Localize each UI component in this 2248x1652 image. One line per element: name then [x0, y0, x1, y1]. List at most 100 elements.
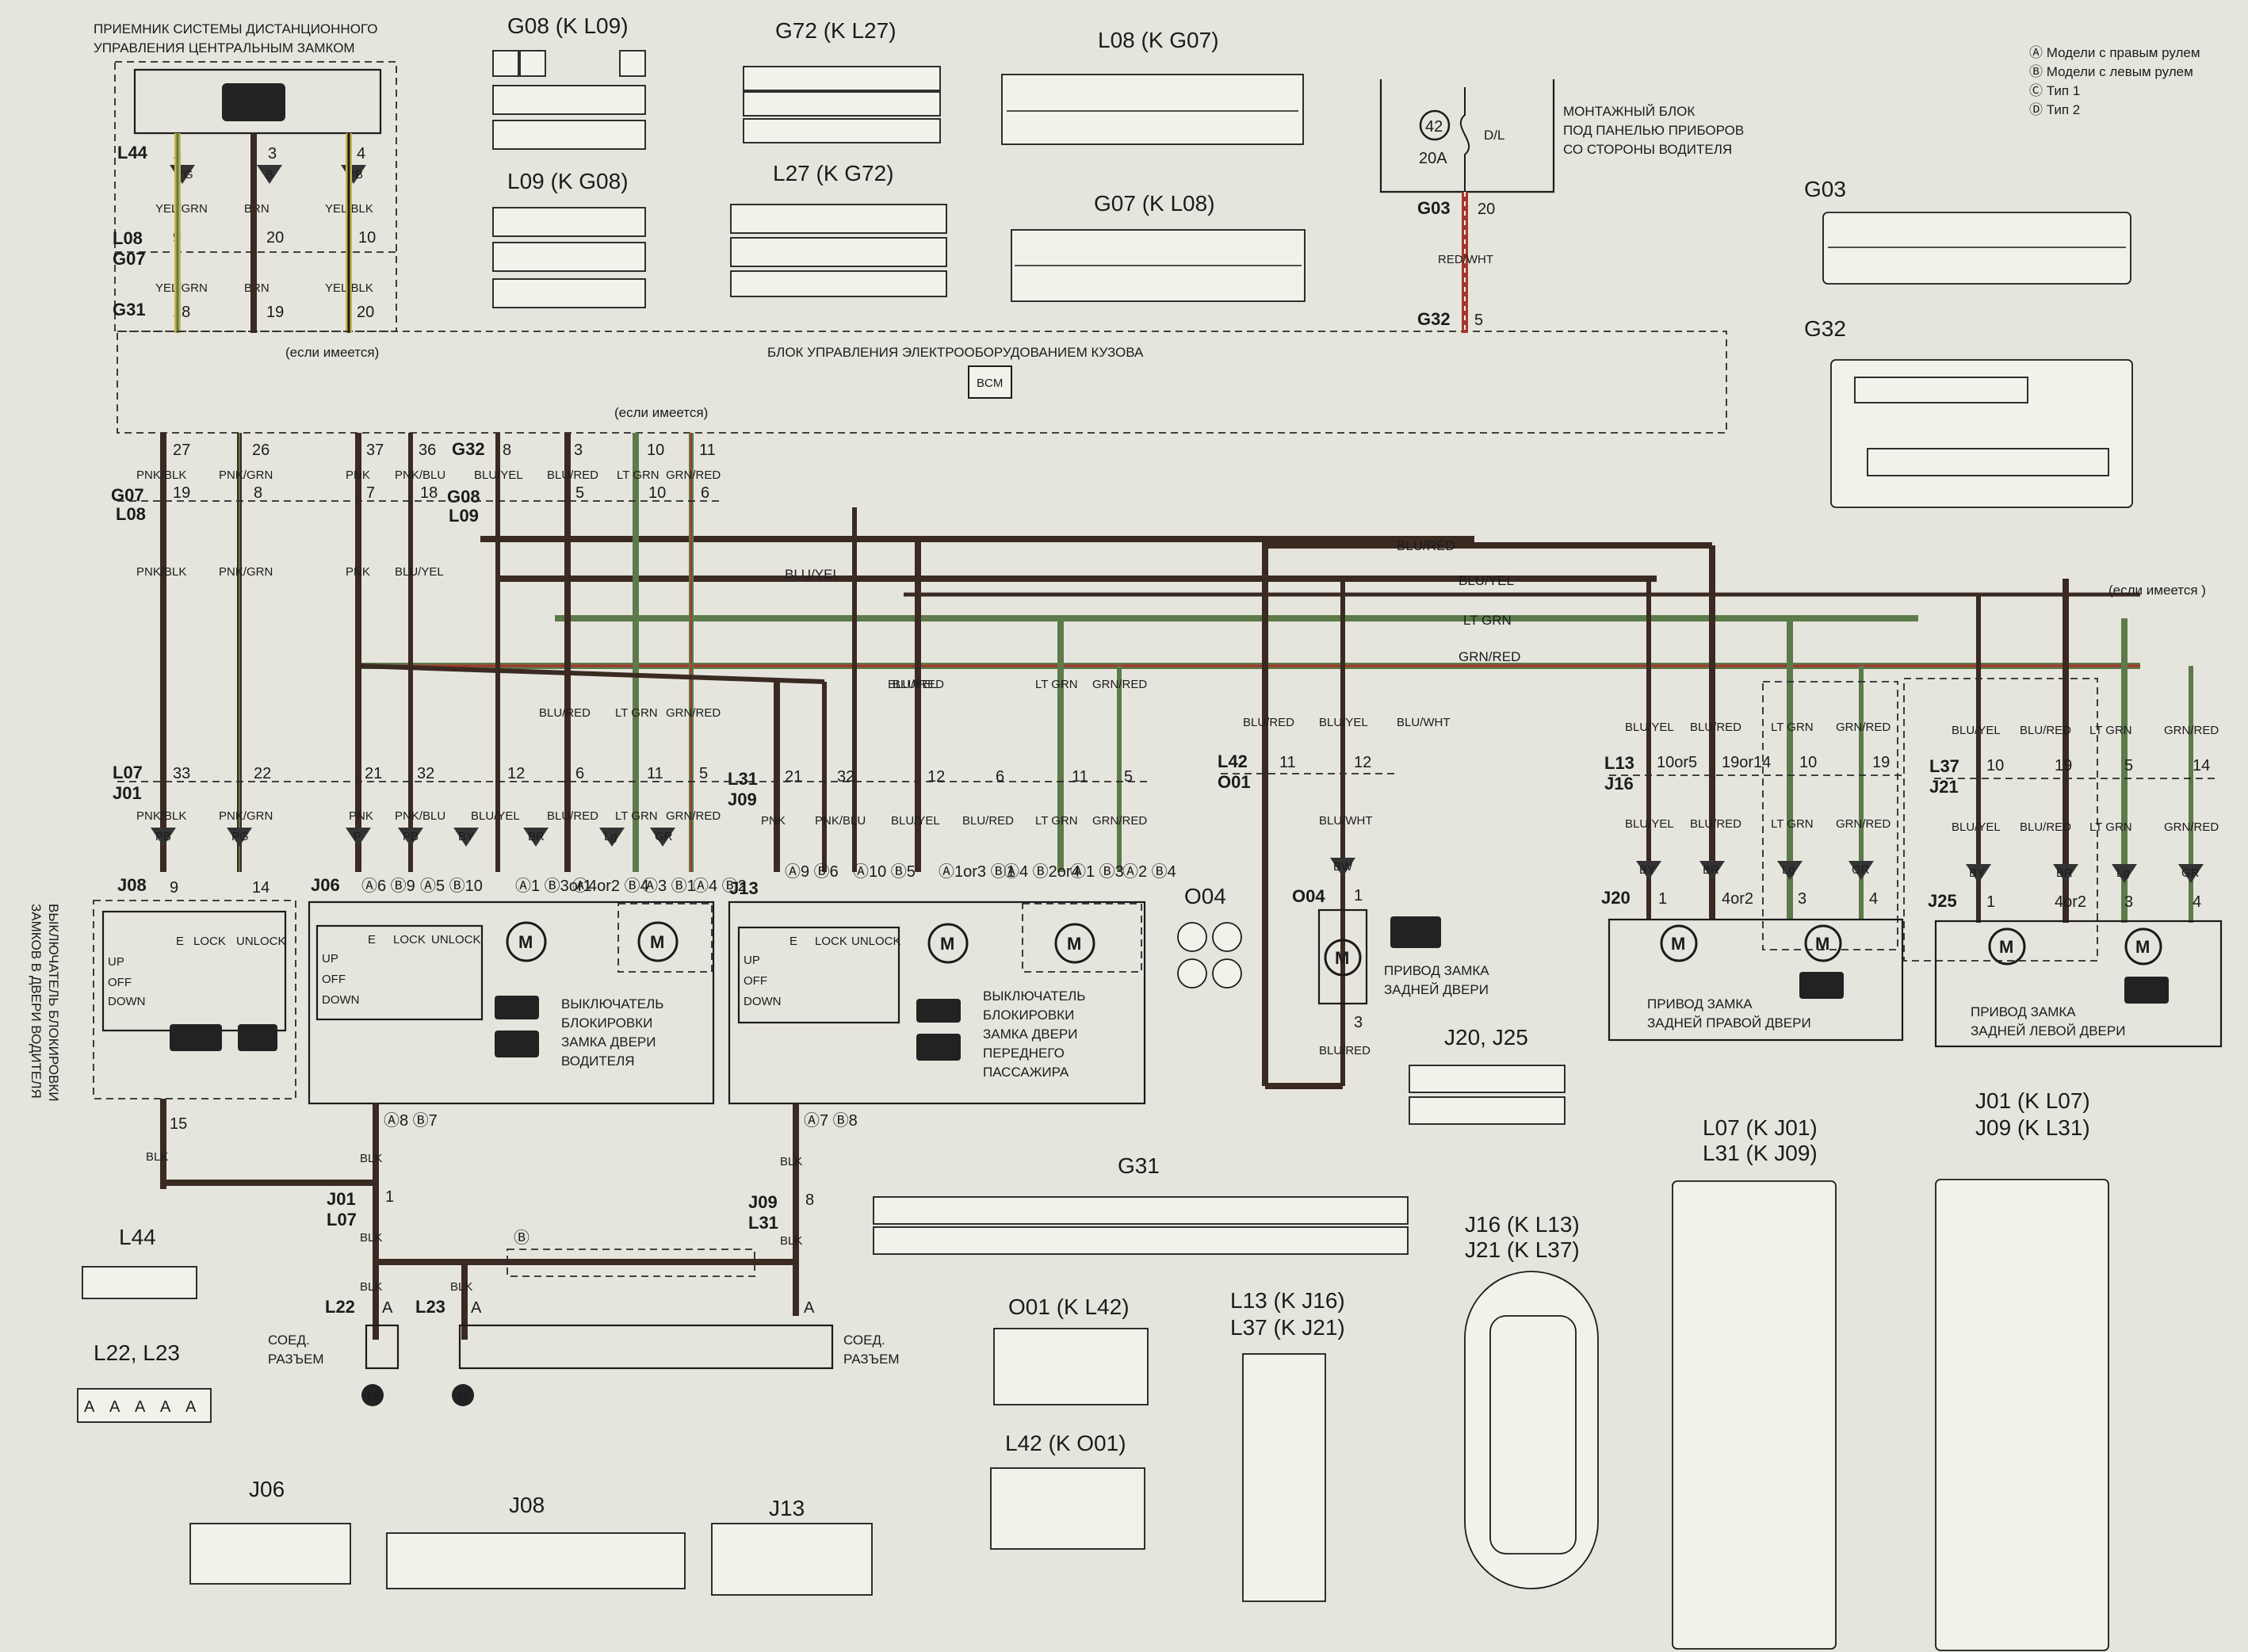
wire-name: PNK/GRN — [219, 565, 273, 579]
remote-key-icon — [222, 83, 285, 121]
wire-name: PNK/GRN — [219, 468, 273, 482]
actuator-box — [1317, 908, 1368, 1005]
wire-name: BLU/YEL — [1459, 573, 1514, 588]
connector-L27: L27 (K G72) — [730, 161, 947, 297]
pin-label: Ⓑ — [514, 1229, 530, 1247]
pin-row — [1409, 1065, 1566, 1093]
connector-G72: G72 (K L27) — [743, 18, 941, 143]
pin-row — [492, 242, 646, 272]
wire-name: LT GRN — [2089, 724, 2132, 737]
wire-name: BLK — [360, 1152, 382, 1165]
wire-name: PNK — [346, 565, 370, 579]
pin-label: 4 — [2193, 893, 2201, 911]
switch-outer-box — [308, 901, 715, 1105]
wire-code: BY — [1639, 863, 1655, 877]
pin-label: Ⓐ7 Ⓑ8 — [804, 1111, 858, 1130]
door-icon — [495, 996, 539, 1019]
motor-symbol — [1988, 927, 2026, 966]
pin-block — [711, 1523, 873, 1596]
pin-label: 19or14 — [1722, 754, 1771, 771]
conn-title: L07 (K J01) — [1703, 1115, 1818, 1140]
pin-label: 10 — [647, 442, 664, 459]
connector-G07: G07 (K L08) — [1011, 191, 1306, 302]
pin-label: 3 — [268, 145, 277, 163]
label-L08: L08 — [116, 504, 146, 524]
conn-title: J21 (K L37) — [1465, 1237, 1580, 1262]
fuse-block-title-2: ПОД ПАНЕЛЬЮ ПРИБОРОВ — [1563, 123, 1744, 138]
conn-title: G07 (K L08) — [1094, 191, 1215, 216]
pin-label: 27 — [173, 442, 190, 459]
pin-row — [743, 91, 941, 117]
pin-label: 19 — [2055, 757, 2072, 774]
wire-name: GRN/RED — [1092, 814, 1147, 828]
pin-cell — [492, 50, 519, 77]
label-L13: L13 — [1604, 753, 1634, 773]
pin-label: 22 — [254, 765, 271, 782]
pin-label: A — [185, 1398, 197, 1416]
switch-col-unlock: UNLOCK — [851, 935, 901, 948]
legend-type2: Ⓓ Тип 2 — [2029, 102, 2080, 117]
wire-name: BLU/RED — [547, 468, 598, 482]
wire-name: BLK — [780, 1155, 802, 1168]
connector-G03: G03 — [1804, 177, 2131, 285]
connector-L09: L09 (K G08) — [492, 169, 646, 308]
wire-code: P — [354, 830, 361, 843]
wire-name: LT GRN — [617, 468, 659, 482]
wire-name: BLK — [360, 1280, 382, 1294]
switch-col-lock: LOCK — [393, 933, 426, 946]
motor-symbol — [927, 923, 969, 964]
connector-G32: G32 — [1804, 316, 2133, 508]
motor-label: M — [940, 934, 954, 954]
code-triangle — [453, 828, 479, 847]
wire-name: BLU/YEL — [785, 567, 840, 582]
pin-cell — [619, 50, 646, 77]
wire-name: BLU/RED — [1319, 1044, 1371, 1057]
pin-label: 36 — [419, 442, 436, 459]
pin-row — [743, 118, 941, 143]
motor-label: M — [1067, 934, 1081, 954]
switch-row-down: DOWN — [744, 995, 782, 1008]
label-L07: L07 — [327, 1210, 357, 1229]
wire-name: BLU/WHT — [1319, 814, 1373, 828]
wire-code: GR — [2181, 866, 2200, 880]
wire-code: Lg — [1782, 863, 1795, 877]
pin-label: 32 — [417, 765, 434, 782]
body-control-module: (если имеется) БЛОК УПРАВЛЕНИЯ ЭЛЕКТРООБ… — [117, 331, 1727, 434]
label-O01: O01 — [1218, 772, 1251, 792]
code-triangle — [257, 165, 282, 184]
label-L31: L31 — [748, 1213, 778, 1233]
joint-title-2: РАЗЪЕМ — [843, 1352, 900, 1367]
connector-G31: G31 — [873, 1153, 1409, 1255]
legend-left-hand: Ⓑ Модели с левым рулем — [2029, 64, 2193, 79]
wire-name: YEL/GRN — [155, 202, 208, 216]
conn-title: O01 (K L42) — [1008, 1294, 1130, 1319]
pin-block — [189, 1523, 351, 1585]
switch-table — [101, 910, 287, 1032]
pin-row — [492, 207, 646, 237]
pin-label: 1 — [385, 1188, 394, 1206]
wire-name: PNK/BLU — [395, 468, 445, 482]
switch-row-off: OFF — [744, 974, 767, 988]
wire-name: PNK/BLK — [136, 565, 186, 579]
wire-name: BLK — [780, 1234, 802, 1248]
code-triangle — [1966, 864, 1991, 883]
joint-title-2: РАЗЪЕМ — [268, 1352, 324, 1367]
conn-title: J16 (K L13) — [1465, 1212, 1580, 1237]
label-L08: L08 — [113, 228, 143, 248]
joint-connector — [458, 1324, 834, 1370]
motor-label: M — [2135, 937, 2150, 957]
wire-name: BLU/YEL — [1625, 721, 1674, 734]
lock-icon — [495, 1031, 539, 1057]
pin-label: 19 — [1872, 754, 1890, 771]
conn-title-O04: O04 — [1184, 884, 1226, 908]
motor-symbol — [2124, 927, 2162, 966]
code-triangle — [2112, 864, 2137, 883]
rear-right-title-2: ЗАДНЕЙ ПРАВОЙ ДВЕРИ — [1647, 1015, 1811, 1031]
pin-label: 6 — [996, 768, 1004, 786]
pin-label: 6 — [575, 765, 584, 782]
wire-name: BLU/YEL — [1952, 820, 2001, 834]
conn-title: L13 (K J16) — [1230, 1288, 1345, 1313]
wire-name: PNK/BLK — [136, 809, 186, 823]
wire-name: LT GRN — [1035, 814, 1078, 828]
pin-label: Ⓐ1 Ⓑ3or1 — [515, 877, 592, 895]
